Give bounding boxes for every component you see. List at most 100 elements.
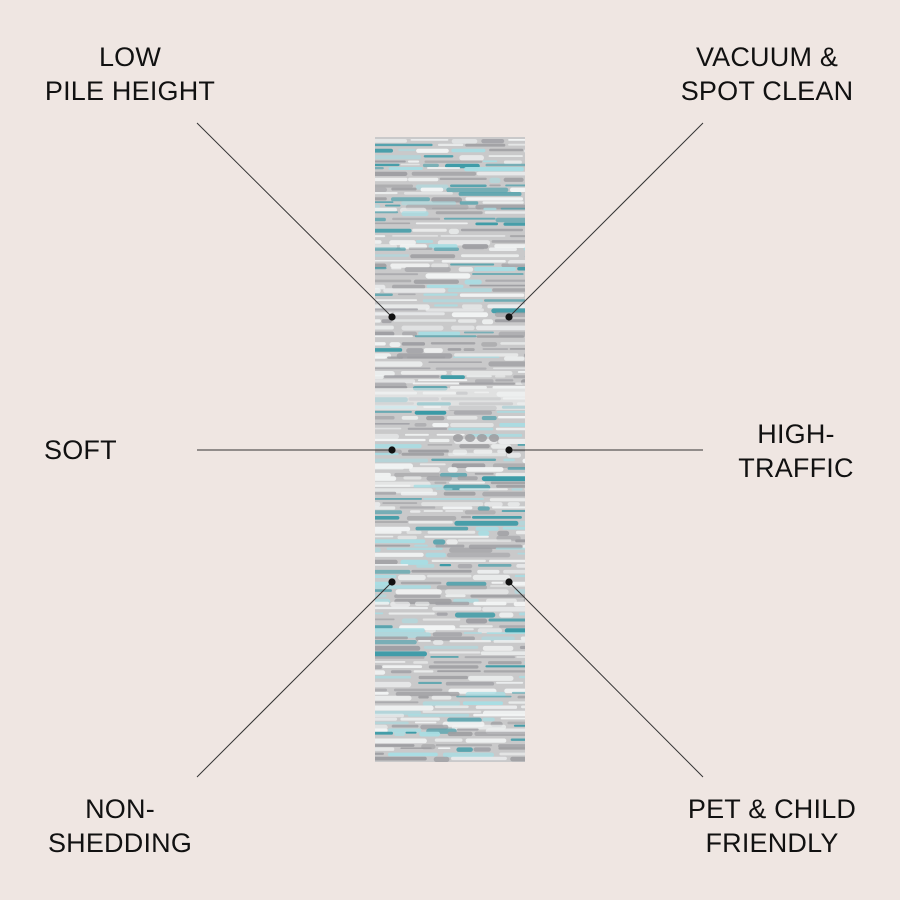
- feature-label-line: SPOT CLEAN: [680, 76, 854, 106]
- rug-stripe: [382, 502, 418, 504]
- rug-stripe: [375, 547, 381, 553]
- rug-stripe: [423, 293, 458, 296]
- rug-stripe: [375, 526, 411, 532]
- rug-stripe: [432, 606, 482, 611]
- rug-stripe: [375, 717, 398, 721]
- rug-stripe: [395, 589, 442, 595]
- rug-stripe: [413, 670, 434, 673]
- rug-stripe: [418, 675, 468, 680]
- rug-stripe: [524, 255, 525, 258]
- rug-stripe: [509, 348, 525, 350]
- rug-stripe: [505, 184, 525, 187]
- rug-stripe: [433, 756, 450, 762]
- rug-stripe: [503, 160, 522, 164]
- rug-stripe: [422, 163, 439, 168]
- rug-stripe: [475, 705, 518, 709]
- rug-stripe: [375, 656, 425, 659]
- rug-stripe: [464, 247, 485, 250]
- rug-stripe: [435, 601, 470, 606]
- rug-stripe: [375, 260, 434, 262]
- rug-stripe: [518, 520, 525, 526]
- rug-stripe: [425, 308, 484, 312]
- rug-stripe: [499, 423, 525, 427]
- rug-stripe: [492, 463, 525, 468]
- rug-stripe: [459, 293, 525, 297]
- rug-stripe: [401, 211, 429, 217]
- rug-stripe: [457, 539, 512, 542]
- rug-stripe: [493, 640, 525, 643]
- rug-stripe: [510, 738, 525, 741]
- rug-stripe: [375, 155, 422, 160]
- rug-stripe: [411, 569, 472, 573]
- rug-stripe: [375, 427, 402, 430]
- rug-stripe: [518, 612, 525, 616]
- rug-stripe: [428, 665, 479, 669]
- rug-stripe: [464, 510, 496, 515]
- rug-stripe: [375, 476, 397, 481]
- rug-stripe: [491, 581, 504, 584]
- rug-stripe: [495, 217, 525, 223]
- rug-stripe: [507, 467, 525, 470]
- rug-stripe: [458, 319, 477, 323]
- rug-stripe: [375, 552, 424, 557]
- callout-dot-low-pile: [388, 313, 396, 321]
- rug-stripe: [386, 547, 443, 550]
- rug-stripe: [375, 171, 408, 176]
- rug-stripe: [435, 488, 453, 490]
- rug-stripe: [387, 728, 422, 733]
- rug-stripe: [446, 187, 509, 193]
- rug-stripe: [414, 721, 437, 724]
- rug-stripe: [509, 581, 525, 586]
- rug-stripe: [375, 601, 390, 605]
- rug-stripe: [457, 564, 473, 569]
- rug-stripe: [433, 640, 444, 645]
- rug-stripe: [397, 535, 417, 540]
- feature-label-line: PILE HEIGHT: [44, 76, 216, 106]
- rug-stripe: [375, 721, 409, 725]
- rug-stripe: [451, 312, 489, 318]
- rug-stripe: [430, 342, 476, 345]
- rug-stripe: [495, 547, 525, 550]
- callout-lines: [196, 122, 704, 778]
- rug-stripe: [388, 612, 435, 615]
- feature-label-line: LOW: [98, 42, 162, 72]
- rug-stripe: [375, 211, 399, 214]
- callout-dot-non-shedding: [388, 578, 396, 586]
- runner-rug-image: [375, 137, 525, 762]
- rug-stripe: [407, 713, 470, 717]
- rug-stripe: [446, 416, 478, 420]
- rug-stripe: [492, 506, 525, 509]
- rug-stripe: [393, 312, 445, 316]
- rug-stripe: [404, 192, 453, 195]
- rug-stripe: [454, 353, 519, 357]
- rug-stripe: [484, 299, 525, 302]
- rug-stripe: [499, 752, 525, 756]
- rug-stripe: [375, 458, 429, 463]
- rug-stripe: [439, 564, 452, 567]
- rug-stripe: [391, 197, 430, 202]
- rug-stripe: [524, 488, 525, 490]
- rug-stripe: [494, 312, 525, 317]
- rug-stripe: [448, 228, 459, 235]
- rug-stripe: [375, 335, 413, 338]
- rug-stripe: [523, 353, 525, 358]
- rug-stripe: [463, 632, 482, 634]
- rug-stripe: [405, 731, 417, 734]
- rug-stripe: [447, 348, 462, 351]
- rug-stripe: [475, 379, 494, 384]
- rug-stripe: [489, 559, 525, 563]
- rug-stripe: [407, 160, 420, 163]
- rug-stripe: [493, 367, 525, 370]
- rug-stripe: [375, 163, 400, 167]
- rug-stripe: [392, 284, 426, 289]
- rug-stripe: [375, 564, 409, 566]
- rug-stripe: [423, 348, 443, 353]
- rug-stripe: [456, 728, 479, 731]
- rug-stripe: [408, 520, 453, 524]
- rug-stripe: [418, 640, 431, 642]
- feature-label-low-pile-height: LOW PILE HEIGHT: [30, 40, 230, 108]
- rug-stripe: [459, 488, 508, 491]
- rug-stripe: [498, 744, 525, 749]
- rug-stripe: [375, 379, 416, 384]
